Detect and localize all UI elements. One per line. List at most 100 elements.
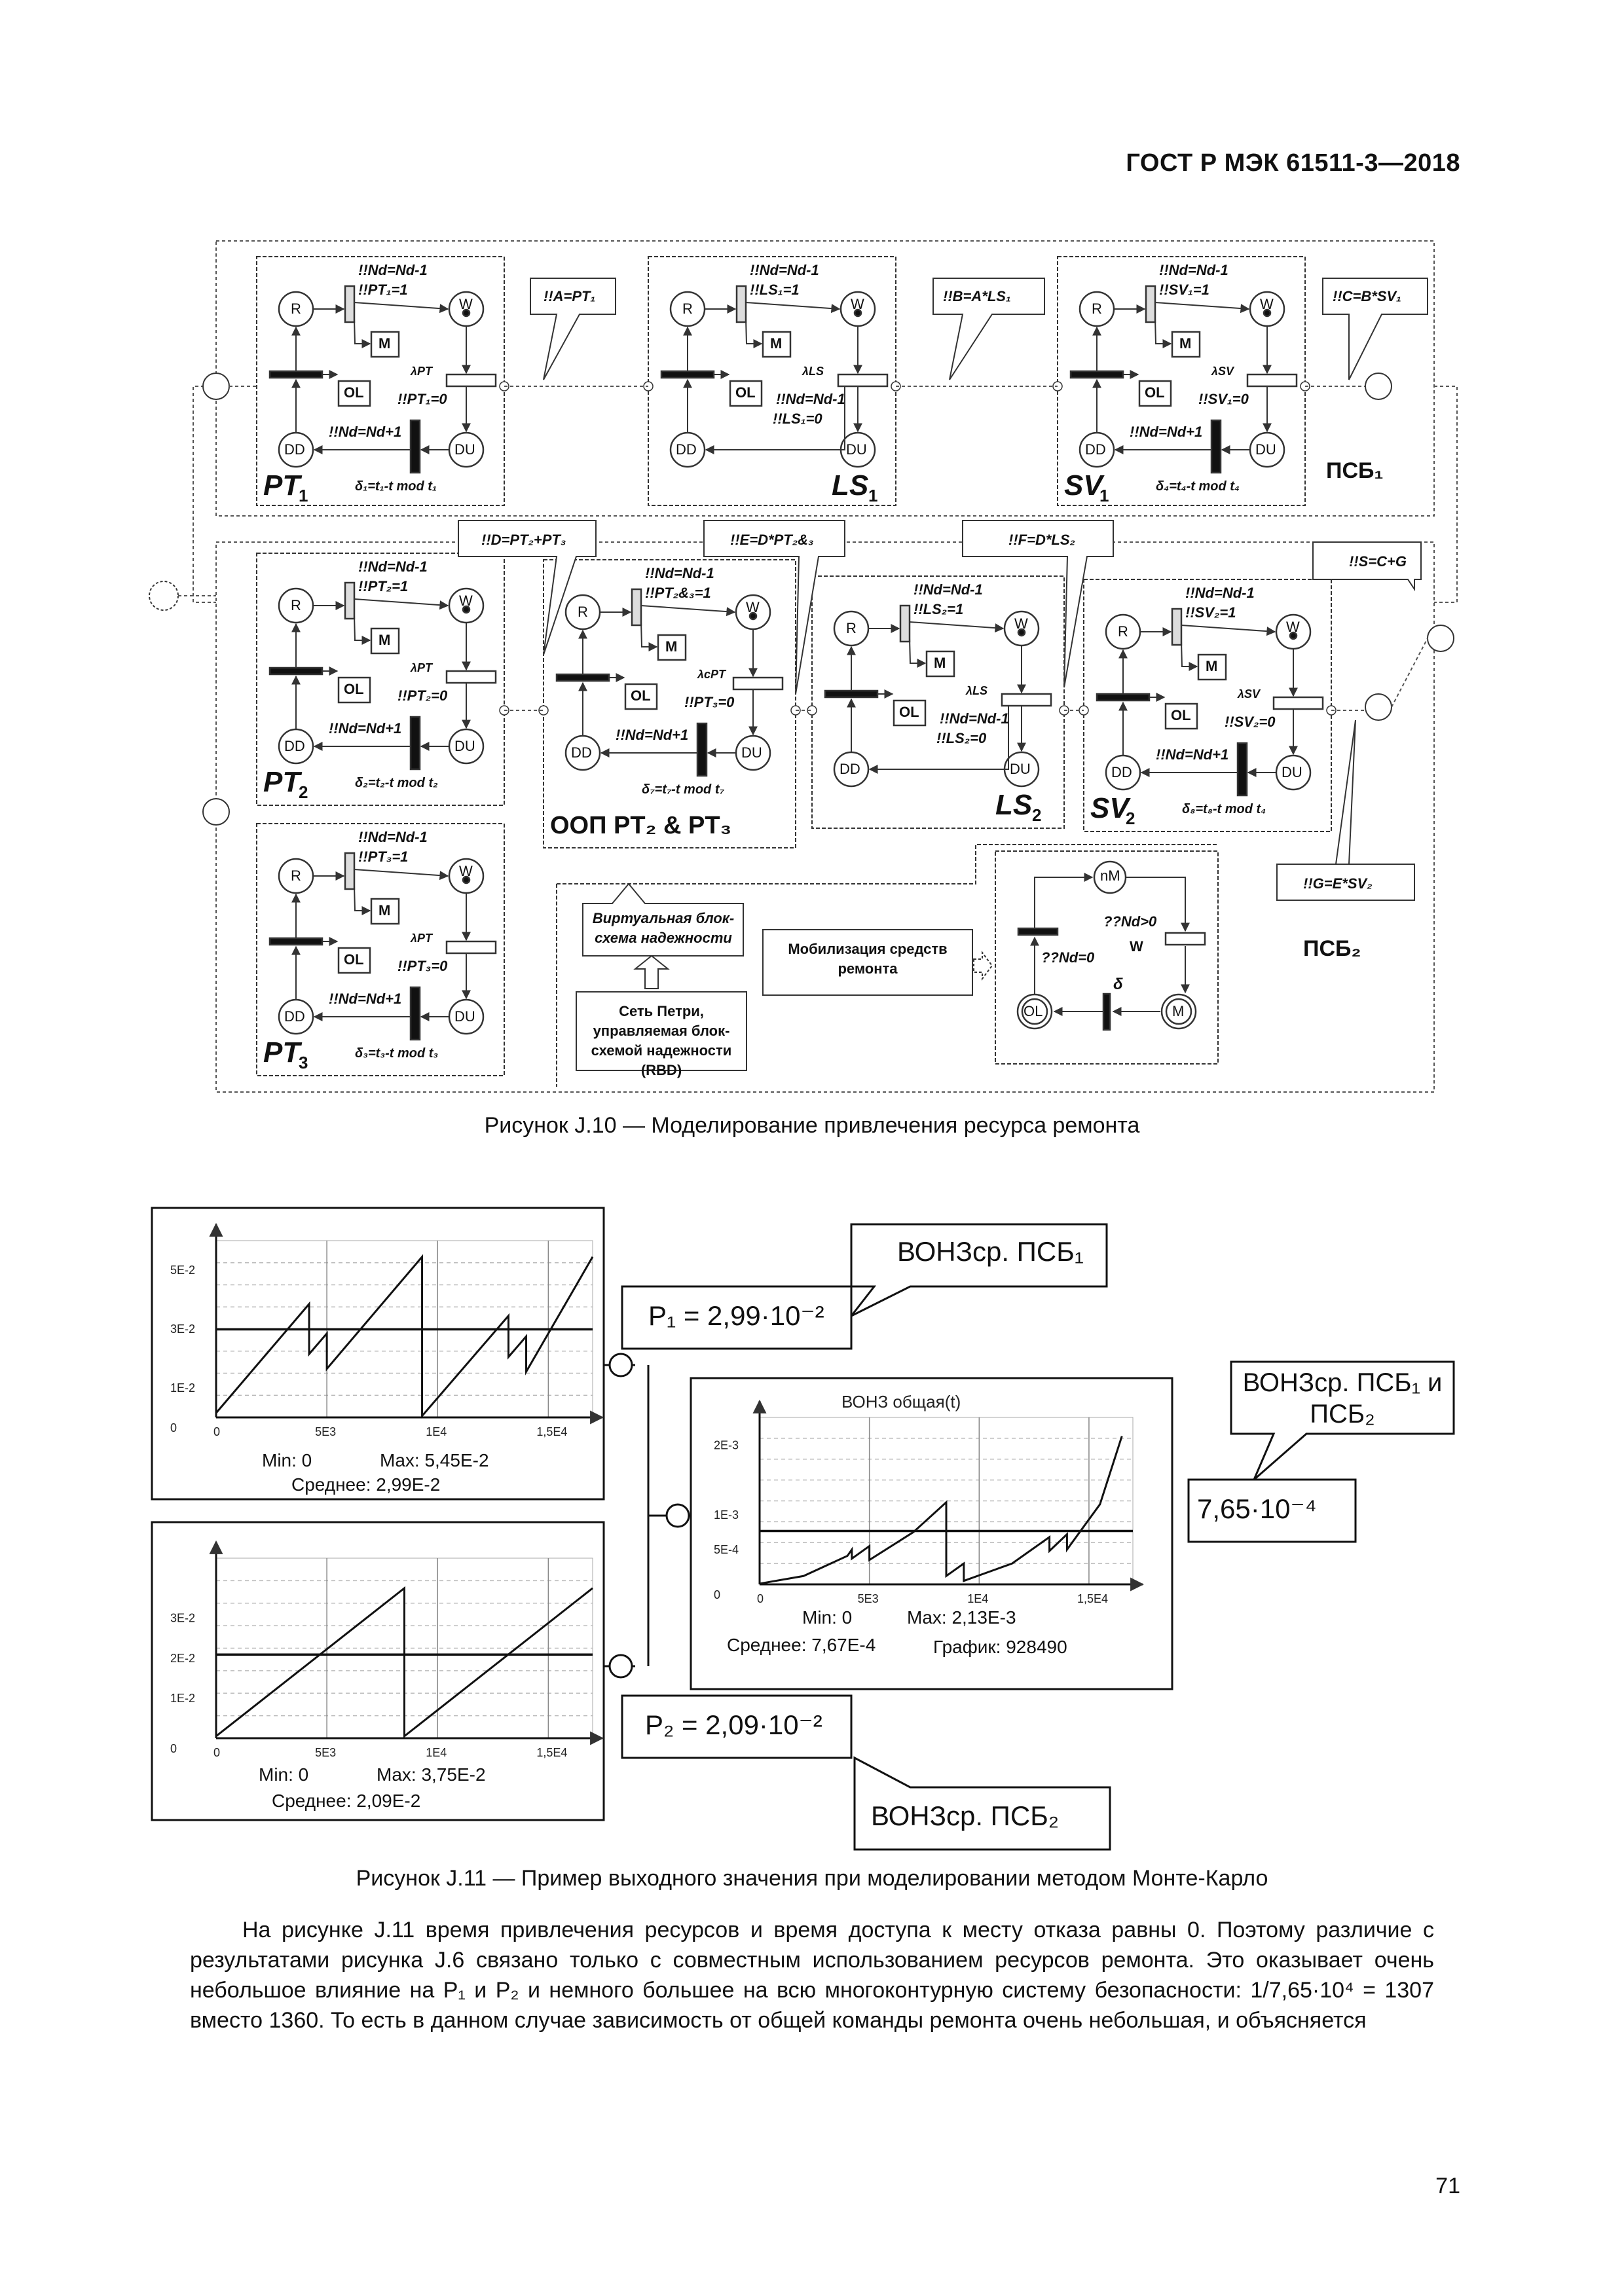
group-label-psb2: ПСБ₂ [1303,936,1361,961]
chart3-max: Max: 2,13E-3 [907,1607,1016,1628]
series-line [759,1436,1123,1585]
place-m-label: M [934,655,946,671]
repair-delta-label: δ [1113,975,1123,993]
rule-line1: !!Nd=Nd-1 [358,262,428,278]
block-ls2-frame [811,575,1065,829]
token-w [462,308,471,318]
block-title-sub: 1 [1099,486,1109,505]
place-ol-box [337,947,371,974]
callout-b-text: !!B=A*LS₁ [943,288,1011,304]
rule-line1: !!Nd=Nd-1 [358,558,428,575]
place-dd-label: DD [284,441,305,458]
lambda-label: λLS [966,684,988,697]
x-tick-label: 0 [213,1425,220,1438]
rule-line4: !!Nd=Nd+1 [1130,424,1203,440]
rule-line4: !!Nd=Nd+1 [329,424,402,440]
place-m-box [370,898,400,925]
transition-start [344,285,356,323]
place-m-label: M [770,335,783,352]
block-pt1-frame [256,256,505,506]
transition-start [344,581,356,620]
chart1-mean: Среднее: 2,99E-2 [291,1474,441,1495]
transition-repair [268,666,323,676]
callout-f-box [962,520,1114,688]
callout-psb2-text: ВОНЗср. ПСБ₂ [871,1800,1060,1831]
place-ol-box [337,676,371,704]
token-w [1263,308,1272,318]
delay-label: δ₄=t₄-t mod t₄ [1156,479,1240,494]
transition-repair [1096,693,1151,702]
block-sv1-net [1069,285,1298,474]
callout-b-box [932,278,1045,380]
place-m-box [762,331,792,358]
transition-test [1210,419,1222,474]
rule-line4: !!Nd=Nd+1 [616,727,689,743]
place-du-label: DU [454,441,475,458]
transition-repair [1069,370,1124,379]
rule-line2: !!LS₁=1 [750,282,800,298]
body-text: На рисунке J.11 время привлечения ресурс… [190,1915,1434,2035]
block-title: PT [263,766,301,798]
place-m-label: M [378,632,391,648]
transition-start [1145,285,1156,323]
rule-line3: !!PT₂=0 [397,687,448,704]
callout-psb2-box [853,1756,1111,1851]
rule-line2: !!PT₂=1 [358,578,409,594]
lambda-label: λSV [1211,365,1234,378]
transition-start [1171,608,1183,646]
transition-failure [445,940,497,955]
callout-p2-box [621,1694,853,1759]
place-m-box [370,627,400,655]
callout-a-text: !!A=PT₁ [544,288,596,304]
x-tick-label: 5E3 [315,1746,336,1759]
callout-e-box [703,520,845,695]
series-line [215,1254,594,1419]
block-oop-frame [543,559,796,848]
block-title-sub: 1 [868,486,878,505]
rule-line1: !!Nd=Nd-1 [645,565,714,581]
place-m-box [370,331,400,358]
transition-failure [445,373,497,388]
x-tick-label: 1,5E4 [536,1746,567,1759]
place-r-label: R [578,604,588,620]
block-pt3-frame [256,823,505,1076]
block-title-sub: 1 [299,486,308,505]
x-tick-label: 1,5E4 [1077,1592,1108,1605]
lambda-label: λLS [802,365,824,378]
legend-mobilization-box [762,929,973,996]
repair-nm-label: nM [1100,867,1120,884]
callout-d-box [458,520,597,655]
place-w-label: W [1014,615,1028,632]
transition-test [696,722,708,777]
place-du-label: DU [1010,761,1031,777]
delay-label: δ₂=t₂-t mod t₂ [355,776,438,790]
block-title: ООП PT₂ & PT₃ [550,812,732,839]
rule-line2: !!SV₂=1 [1185,604,1236,621]
chart3-min: Min: 0 [802,1607,853,1628]
rule-line4: !!LS₂=0 [936,730,987,746]
place-r-label: R [291,301,301,317]
y-tick-label: 0 [170,1742,177,1755]
token-w [1289,631,1298,640]
transition-failure [1272,696,1324,710]
rule-line2: !!PT₁=1 [358,282,408,298]
body-paragraph: На рисунке J.11 время привлечения ресурс… [190,1918,1434,2033]
block-title: PT [263,469,301,501]
y-tick-label: 1E-2 [170,1381,195,1394]
delay-label: δ₈=t₈-t mod t₄ [1182,802,1266,816]
transition-start [344,852,356,890]
place-m-box [925,650,955,678]
block-pt1-net [268,285,497,474]
place-r-label: R [291,867,301,884]
callout-psb1-text: ВОНЗср. ПСБ₁ [897,1236,1084,1267]
place-w-label: W [459,296,473,312]
callout-d-text: !!D=PT₂+PT₃ [481,532,566,548]
transition-test [409,716,421,771]
callout-both-text: ВОНЗср. ПСБ₁ и ПСБ₂ [1242,1368,1443,1429]
legend-virtual-box [582,883,744,957]
repair-cond2-label: ??Nd=0 [1041,949,1095,966]
callout-s-box [1312,541,1422,592]
rule-line2: !!PT₃=1 [358,848,409,865]
token-w [462,875,471,884]
